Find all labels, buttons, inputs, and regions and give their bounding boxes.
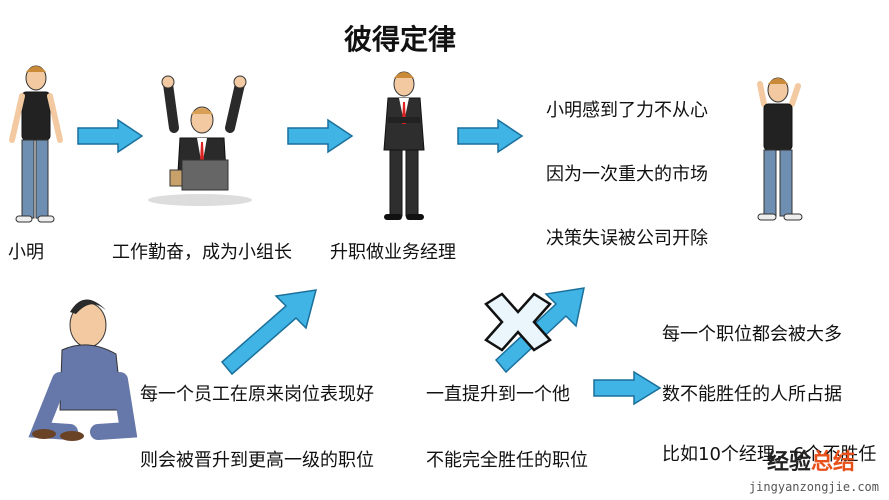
arrow-4-icon bbox=[593, 370, 662, 406]
watermark-brand-a: 经验 bbox=[766, 450, 811, 475]
bottom-left-line-1: 每一个员工在原来岗位表现好 bbox=[140, 384, 374, 405]
caption-business-manager: 升职做业务经理 bbox=[330, 242, 456, 263]
page-title: 彼得定律 bbox=[343, 23, 456, 56]
bottom-middle-line-2: 不能完全胜任的职位 bbox=[426, 450, 588, 471]
bottom-left-line-2: 则会被晋升到更高一级的职位 bbox=[140, 450, 374, 471]
standing-man-figure bbox=[9, 65, 63, 223]
bottom-right-line-2: 数不能胜任的人所占据 bbox=[662, 384, 842, 405]
watermark-brand: 经验总结 bbox=[767, 444, 855, 476]
arrow-3-icon bbox=[457, 118, 524, 154]
arrow-2-icon bbox=[287, 118, 354, 154]
top-right-line-3: 决策失误被公司开除 bbox=[546, 228, 708, 249]
sitting-man-figure bbox=[28, 299, 138, 441]
caption-xiaoming: 小明 bbox=[8, 242, 44, 263]
watermark-url: jingyanzongjie.com bbox=[748, 480, 879, 494]
top-right-line-2: 因为一次重大的市场 bbox=[546, 164, 708, 185]
diagonal-up-arrow-icon bbox=[220, 289, 318, 376]
bottom-right-line-1: 每一个职位都会被大多 bbox=[662, 324, 842, 345]
bottom-right-line-3: 比如10个经理，6个不胜任 bbox=[662, 444, 877, 465]
cross-icon bbox=[484, 292, 552, 352]
top-right-line-1: 小明感到了力不从心 bbox=[546, 100, 708, 121]
manager-figure bbox=[383, 71, 425, 220]
bottom-middle-line-1: 一直提升到一个他 bbox=[426, 384, 570, 405]
watermark-brand-b: 总结 bbox=[810, 450, 855, 475]
caption-team-leader: 工作勤奋，成为小组长 bbox=[112, 242, 292, 263]
cheering-man-figure bbox=[148, 75, 252, 206]
stressed-man-figure bbox=[757, 77, 803, 221]
arrow-1-icon bbox=[77, 118, 144, 154]
